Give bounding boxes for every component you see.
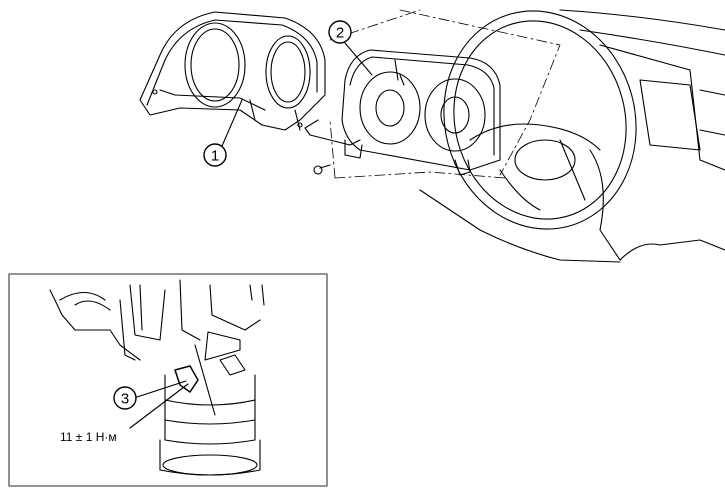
inset-detail [8,273,328,487]
callout-2: 2 [328,20,373,76]
callout-3: 3 [113,380,189,429]
callout-1-number: 1 [211,148,219,165]
torque-spec-label: 11 ± 1 Н·м [60,430,117,444]
callout-1: 1 [203,99,243,167]
dashboard-drawing [419,9,725,263]
callout-3-number: 3 [121,391,129,408]
combination-meter-drawing [304,49,501,176]
callout-2-number: 2 [336,25,344,42]
steering-wheel-drawing [443,10,637,230]
cluster-lid-drawing [139,11,326,131]
